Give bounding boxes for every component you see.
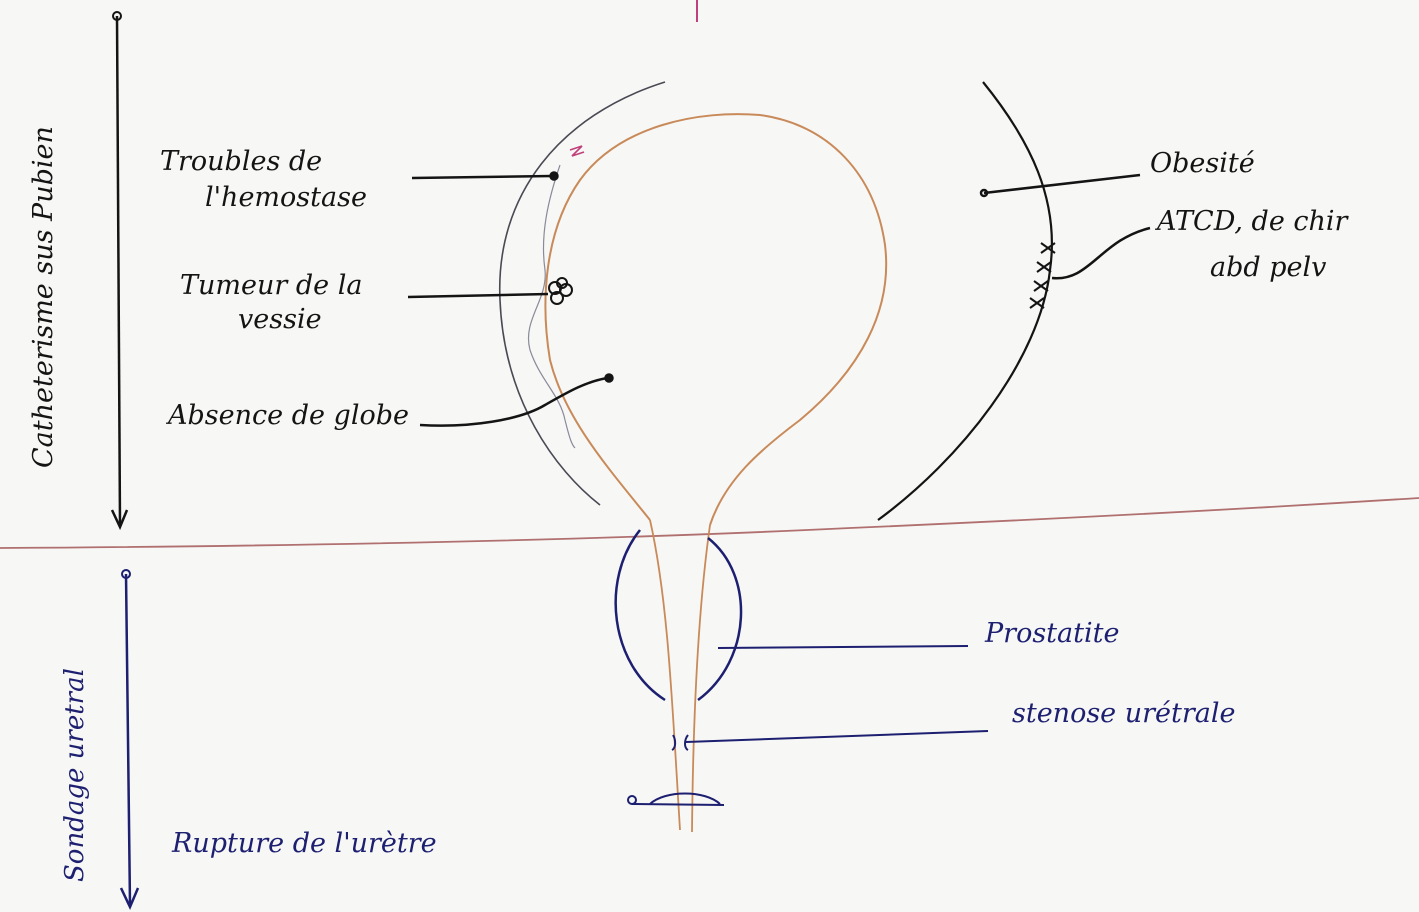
urethra-left (649, 519, 681, 831)
catheterisme-label: Catheterisme sus Pubien (28, 126, 59, 468)
tumeur-label-line2: vessie (238, 304, 322, 335)
peritoneum-line (527, 164, 576, 449)
leader-absence (419, 376, 608, 427)
leader-obesite-dot (979, 188, 989, 198)
rupture-mark (627, 792, 725, 806)
hemostasis-mark (569, 145, 585, 157)
leader-stenose (685, 730, 989, 743)
prostate-left (614, 529, 666, 702)
rupture-label: Rupture de l'urètre (172, 828, 437, 859)
urethra-right (691, 524, 711, 833)
sondage-label: Sondage uretral (60, 668, 90, 882)
abdominal-wall (499, 81, 666, 506)
catheterisme-arrow (110, 11, 129, 531)
tumeur-label-line1: Tumeur de la (180, 270, 363, 301)
leader-obesite (983, 173, 1141, 195)
obesite-label: Obesité (1150, 148, 1255, 179)
prostatite-label: Prostatite (985, 618, 1120, 649)
leader-troubles (411, 174, 553, 180)
troubles-label-line2: l'hemostase (205, 182, 367, 213)
scar-marks (1029, 242, 1056, 309)
tumour-blob (548, 277, 573, 305)
prostate-right (697, 537, 743, 702)
leader-tumeur (407, 292, 549, 299)
bladder-outline (544, 113, 888, 526)
troubles-label-line1: Troubles de (160, 146, 323, 177)
atcd-label-line1: ATCD, de chir (1157, 206, 1348, 237)
leader-troubles-dot (549, 171, 559, 181)
atcd-label-line2: abd pelv (1210, 252, 1327, 283)
right-wall (877, 81, 1054, 521)
absence-label: Absence de globe (168, 400, 409, 431)
divider-line (0, 497, 1419, 549)
stenose-label: stenose urétrale (1012, 698, 1236, 729)
leader-prostatite (717, 645, 969, 649)
leader-atcd (1051, 226, 1151, 280)
sondage-arrow (119, 569, 140, 911)
stenosis-mark (671, 734, 689, 751)
leader-absence-dot (604, 373, 614, 383)
